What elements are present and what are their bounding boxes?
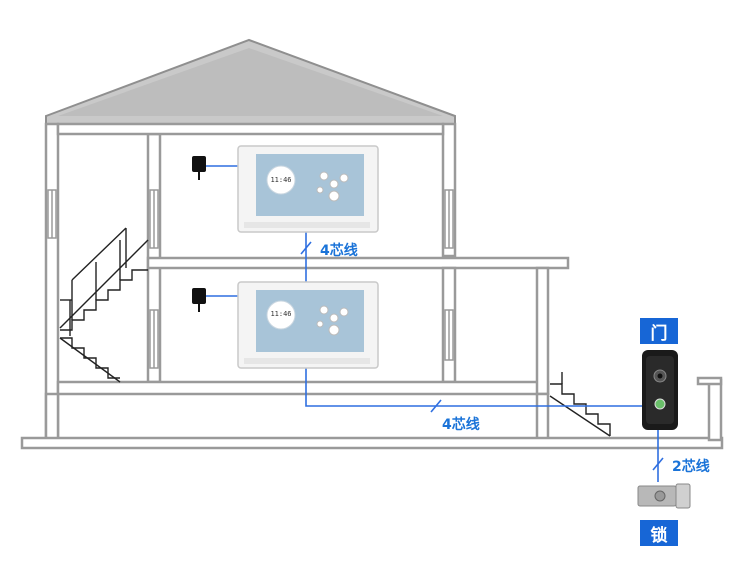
power-adapter-icon	[192, 156, 206, 180]
door-tag: 门	[640, 318, 678, 344]
electric-lock-device	[637, 483, 691, 509]
lock-tag: 锁	[640, 520, 678, 546]
wires	[200, 165, 659, 482]
entrance-steps	[549, 372, 611, 437]
wire-label-lock: 2芯线	[672, 459, 710, 475]
wire-ticks	[300, 241, 664, 471]
door-station-device	[642, 350, 678, 430]
monitor-clock-lower: 11:46	[270, 310, 292, 318]
indoor-monitor-upper	[237, 145, 379, 233]
indoor-monitor-lower	[237, 281, 379, 369]
wire-label-lower: 4芯线	[442, 417, 480, 433]
windows	[47, 189, 454, 369]
power-adapter-icon	[192, 288, 206, 312]
monitor-clock-upper: 11:46	[270, 176, 292, 184]
wire-label-upper: 4芯线	[320, 243, 358, 259]
staircase	[59, 227, 149, 383]
